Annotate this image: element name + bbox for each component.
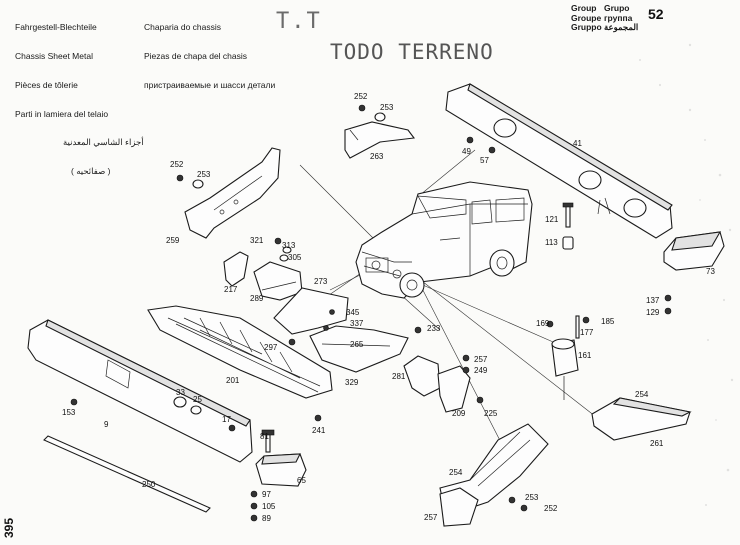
header-title-block: Fahrgestell-Blechteile Chassis Sheet Met… [15, 4, 144, 196]
part-label: 41 [573, 139, 582, 148]
part-label: 81 [260, 432, 269, 441]
part-label: 257 [424, 513, 438, 522]
part-121-113-bolt [562, 202, 574, 250]
part-41-crossmember [445, 83, 673, 239]
header-title-line: Chaparia do chassis [144, 22, 222, 33]
part-label: 169 [536, 319, 550, 328]
part-label: 273 [314, 277, 328, 286]
part-label: 65 [297, 476, 306, 485]
part-label: 265 [350, 340, 364, 349]
part-273-265-skid-plates [273, 287, 422, 380]
part-label: 97 [262, 490, 271, 499]
part-label: 73 [706, 267, 715, 276]
header-title-line: Chassis Sheet Metal [15, 50, 93, 61]
part-label: 217 [224, 285, 238, 294]
part-label: 252 [544, 504, 558, 513]
part-label: 261 [650, 439, 664, 448]
part-201-underbody [147, 305, 333, 399]
group-label: Groupe [571, 12, 602, 23]
part-254-257-sill [439, 423, 549, 527]
part-label: 137 [646, 296, 660, 305]
part-label: 89 [262, 514, 271, 523]
part-label: 254 [449, 468, 463, 477]
part-label: 25 [193, 395, 202, 404]
header-title-line: пристраиваемые и шасси детали [144, 79, 276, 90]
part-9-bumper [27, 319, 253, 463]
part-label: 250 [142, 480, 156, 489]
part-label: 201 [226, 376, 240, 385]
group-label-block-2: Grupo группа المجموعة [604, 3, 639, 33]
header-title-line: Parti in lamiera del telaio [15, 108, 109, 119]
header-title-block-2: Chaparia do chassis Piezas de chapa del … [144, 4, 275, 110]
part-217-289-brackets [223, 237, 303, 301]
part-label: 321 [250, 236, 264, 245]
part-label: 9 [104, 420, 109, 429]
part-label: 253 [525, 493, 539, 502]
header-title-line: أجزاء الشاسي المعدنية [63, 137, 144, 148]
part-281-209-brackets [403, 354, 484, 413]
part-label: 57 [480, 156, 489, 165]
part-label: 241 [312, 426, 326, 435]
part-label: 345 [346, 308, 360, 317]
part-label: 17 [222, 415, 231, 424]
part-254-261-sill [591, 397, 692, 441]
part-label: 33 [176, 388, 185, 397]
vehicle-illustration [355, 181, 533, 299]
part-label: 259 [166, 236, 180, 245]
part-label: 329 [345, 378, 359, 387]
part-259-side-member [176, 147, 281, 239]
part-label: 225 [484, 409, 498, 418]
part-81-65-towhook [250, 414, 322, 522]
group-label: Grupo [604, 3, 630, 13]
part-number-labels: 252 253 263 41 49 57 252 253 259 121 113… [62, 92, 715, 523]
part-73-end-cap [663, 231, 725, 315]
header-title-line: ( صفائحيه ) [71, 166, 111, 177]
stamp-todo-terreno: TODO TERRENO [330, 40, 494, 64]
part-label: 177 [580, 328, 594, 337]
part-label: 185 [601, 317, 615, 326]
part-161-mount [546, 315, 590, 400]
stamp-tt: T.T [276, 9, 322, 34]
part-label: 253 [197, 170, 211, 179]
part-label: 252 [170, 160, 184, 169]
part-label: 253 [380, 103, 394, 112]
part-label: 313 [282, 241, 296, 250]
part-label: 105 [262, 502, 276, 511]
header-title-line: Fahrgestell-Blechteile [15, 22, 97, 33]
part-label: 49 [462, 147, 471, 156]
part-label: 289 [250, 294, 264, 303]
group-label: группа [604, 12, 633, 23]
part-label: 305 [288, 253, 302, 262]
group-label: المجموعة [604, 22, 639, 33]
part-label: 252 [354, 92, 368, 101]
part-label: 281 [392, 372, 406, 381]
group-number: 52 [648, 6, 664, 22]
part-label: 113 [545, 238, 558, 247]
group-label-block: Group Groupe Gruppo [571, 3, 602, 33]
part-label: 297 [264, 343, 278, 352]
part-label: 233 [427, 324, 441, 333]
part-label: 209 [452, 409, 466, 418]
page-number: 395 [2, 517, 16, 538]
part-label: 257 [474, 355, 488, 364]
group-label: Gruppo [571, 22, 602, 33]
part-label: 129 [646, 308, 660, 317]
part-label: 249 [474, 366, 488, 375]
part-label: 121 [545, 215, 559, 224]
part-label: 263 [370, 152, 384, 161]
header-title-line: Piezas de chapa del chasis [144, 50, 248, 61]
part-label: 254 [635, 390, 649, 399]
part-250-strip [43, 435, 211, 513]
header-title-line: Pièces de tôlerie [15, 79, 78, 90]
part-label: 337 [350, 319, 364, 328]
part-label: 153 [62, 408, 76, 417]
part-label: 161 [578, 351, 592, 360]
scan-noise [639, 43, 734, 506]
group-label: Group [571, 3, 597, 13]
part-263-bracket [344, 104, 416, 159]
